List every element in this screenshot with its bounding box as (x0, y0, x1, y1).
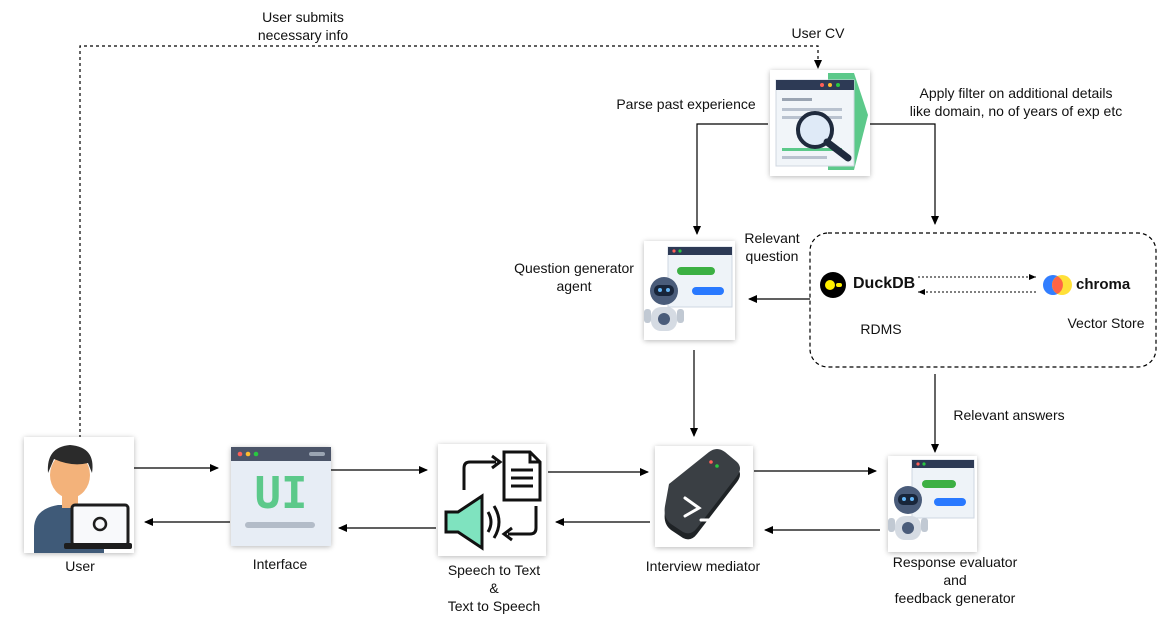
label-user: User (65, 558, 95, 574)
terminal-icon (664, 449, 740, 540)
robot-chat-icon (644, 246, 733, 331)
response-evaluator-node (888, 456, 977, 552)
question-generator-node (644, 241, 735, 340)
interface-node: UI (231, 447, 331, 546)
user-node (24, 437, 134, 553)
label-apply-filter: Apply filter on additional details like … (909, 85, 1123, 119)
label-interface: Interface (252, 556, 308, 572)
label-parse-past-experience: Parse past experience (616, 96, 756, 112)
arrow-user-to-cv (79, 45, 822, 438)
label-user-cv: User CV (791, 25, 845, 41)
ui-logo-text: UI (254, 468, 308, 519)
interview-mediator-node (655, 446, 753, 547)
cv-search-icon (775, 73, 868, 170)
label-rdms: RDMS (860, 321, 902, 337)
ui-window-icon (231, 447, 331, 546)
speech-conversion-icon (444, 450, 542, 551)
label-vector-store: Vector Store (1067, 315, 1145, 331)
robot-evaluator-icon (888, 459, 975, 540)
label-response-evaluator: Response evaluator and feedback generato… (892, 554, 1018, 606)
label-question-generator: Question generator agent (514, 260, 634, 294)
label-user-submits: User submits necessary info (257, 9, 349, 43)
label-speech: Speech to Text & Text to Speech (447, 562, 541, 614)
chroma-logo-text: chroma (1076, 276, 1131, 293)
label-interview-mediator: Interview mediator (645, 558, 761, 574)
vector-store-container (809, 232, 1157, 368)
label-relevant-answers: Relevant answers (953, 407, 1065, 423)
chroma-icon (1043, 275, 1072, 295)
duckdb-icon (820, 272, 846, 298)
speech-node (438, 444, 546, 556)
user-laptop-icon (34, 445, 132, 553)
cv-search-node (770, 70, 870, 176)
arrow-cv-to-vector-store (870, 123, 939, 225)
label-relevant-question: Relevant question (744, 230, 800, 264)
duckdb-logo-text: DuckDB (853, 275, 916, 292)
arrow-cv-to-question-generator (693, 123, 768, 235)
